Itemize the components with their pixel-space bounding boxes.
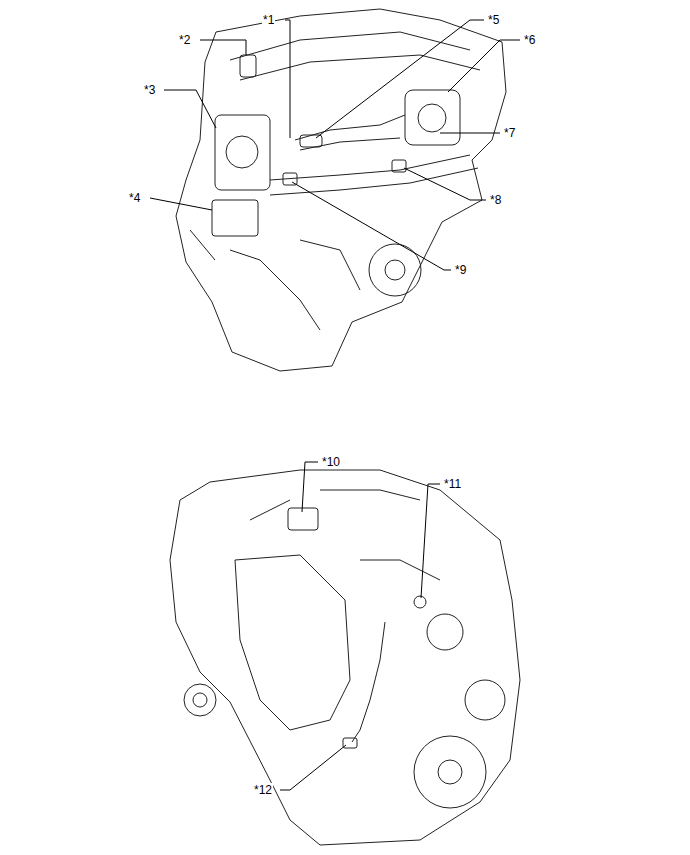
leader-line [421, 484, 440, 598]
leader-line [448, 40, 520, 92]
sensor-2 [240, 55, 256, 77]
pump-head [418, 104, 446, 132]
leader-line [440, 133, 500, 134]
egr-valve [212, 200, 258, 236]
sensor-5 [300, 135, 322, 147]
flange [184, 684, 216, 716]
fuel-pipe [295, 115, 405, 150]
pulley-hub [385, 260, 405, 280]
alternator-pulley [465, 680, 505, 720]
leader-line [285, 20, 290, 138]
leader-line [280, 745, 346, 790]
leader-line [164, 90, 216, 128]
sensor-12 [343, 738, 357, 748]
callout-number: *11 [443, 477, 462, 491]
engine-outline [170, 470, 520, 845]
block-detail [250, 490, 440, 580]
upper-engine [176, 9, 506, 371]
head-cover [230, 32, 480, 80]
callout-number: *5 [487, 13, 500, 27]
callout-number: *9 [454, 263, 467, 277]
leader-line [292, 182, 451, 270]
callout-number: *12 [253, 783, 273, 797]
block-detail [190, 230, 360, 330]
leader-line [302, 462, 318, 512]
supply-pump [405, 90, 460, 145]
callout-number: *6 [523, 33, 536, 47]
lower-engine [170, 470, 520, 845]
throttle-bore [226, 136, 258, 168]
callout-number: *3 [143, 83, 156, 97]
sensor-11 [414, 596, 426, 608]
callout-number: *7 [503, 126, 516, 140]
engine-outline [176, 9, 506, 371]
exhaust-manifold [235, 555, 350, 730]
crank-hub [438, 760, 462, 784]
leader-lines [150, 20, 520, 790]
crank-pulley [414, 736, 486, 808]
flange-bore [193, 693, 207, 707]
leader-line [316, 20, 484, 138]
sensor-10 [288, 508, 318, 530]
callout-number: *2 [178, 33, 191, 47]
sensor-wire [352, 622, 385, 742]
leader-line [404, 168, 486, 200]
throttle-body [215, 115, 270, 190]
leader-line [200, 40, 246, 55]
callout-number: *10 [321, 455, 341, 469]
leader-line [150, 198, 212, 210]
callout-number: *1 [262, 13, 275, 27]
idler-pulley [427, 614, 463, 650]
callout-number: *8 [489, 193, 502, 207]
callout-number: *4 [128, 191, 141, 205]
